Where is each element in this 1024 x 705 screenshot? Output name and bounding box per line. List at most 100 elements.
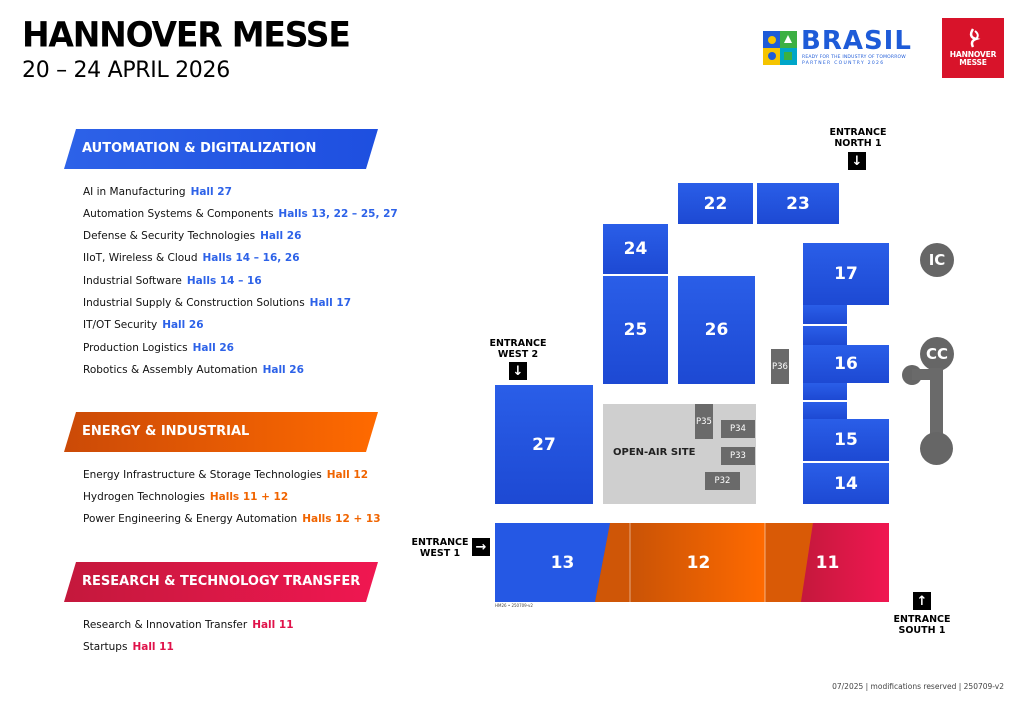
hall-16-wing-lower xyxy=(803,383,847,400)
item-hall: Halls 11 + 12 xyxy=(209,491,289,503)
item-name: Hydrogen Technologies xyxy=(83,491,205,503)
item-name: IT/OT Security xyxy=(83,319,158,331)
page-title: HANNOVER MESSE xyxy=(22,14,351,55)
hall-16[interactable]: 16 xyxy=(803,345,889,383)
item-hall: Hall 26 xyxy=(192,342,234,354)
hall-17[interactable]: 17 xyxy=(803,243,889,305)
list-item: Startups Hall 11 xyxy=(83,641,174,653)
arrow-up-icon: ↑ xyxy=(913,592,931,610)
hm-logo-text: HANNOVER MESSE xyxy=(942,51,1004,67)
list-item: IIoT, Wireless & Cloud Halls 14 – 16, 26 xyxy=(83,252,300,264)
footer-note: 07/2025 | modifications reserved | 25070… xyxy=(832,682,1004,691)
item-hall: Hall 11 xyxy=(132,641,174,653)
item-hall: Hall 11 xyxy=(252,619,294,631)
item-name: Production Logistics xyxy=(83,342,188,354)
hall-22[interactable]: 22 xyxy=(678,183,753,224)
item-hall: Halls 14 – 16, 26 xyxy=(202,252,300,264)
category-header-automation: AUTOMATION & DIGITALIZATION xyxy=(64,129,378,169)
brasil-mark-icon xyxy=(763,31,797,65)
list-item: Energy Infrastructure & Storage Technolo… xyxy=(83,469,368,481)
partner-country-logo: BRASIL READY FOR THE INDUSTRY OF TOMORRO… xyxy=(763,26,915,70)
item-name: Industrial Software xyxy=(83,275,182,287)
list-item: Production Logistics Hall 26 xyxy=(83,342,234,354)
partner-country-tagline: READY FOR THE INDUSTRY OF TOMORROW PARTN… xyxy=(802,55,922,67)
map-code: HM26 • 250709-v2 xyxy=(495,603,533,608)
hm-logo-line1: HANNOVER xyxy=(949,50,997,59)
item-name: Defense & Security Technologies xyxy=(83,230,256,242)
hall-26[interactable]: 26 xyxy=(678,276,755,384)
parking-p33[interactable]: P33 xyxy=(721,447,755,465)
list-item: Industrial Software Halls 14 – 16 xyxy=(83,275,262,287)
entrance-label-line2: SOUTH 1 xyxy=(898,625,946,636)
entrance-label-line1: ENTRANCE xyxy=(829,127,887,138)
list-item: AI in Manufacturing Hall 27 xyxy=(83,186,232,198)
item-hall: Halls 13, 22 – 25, 27 xyxy=(278,208,398,220)
item-name: Power Engineering & Energy Automation xyxy=(83,513,298,525)
hall-27[interactable]: 27 xyxy=(495,385,593,504)
list-item: Research & Innovation Transfer Hall 11 xyxy=(83,619,294,631)
hall-24[interactable]: 24 xyxy=(603,224,668,274)
hall-row-dividers xyxy=(495,523,889,602)
hall-11[interactable]: 11 xyxy=(815,553,840,573)
list-item: IT/OT Security Hall 26 xyxy=(83,319,204,331)
open-air-site-label: OPEN-AIR SITE xyxy=(613,447,696,458)
item-name: Robotics & Assembly Automation xyxy=(83,364,258,376)
list-item: Hydrogen Technologies Halls 11 + 12 xyxy=(83,491,288,503)
hannover-messe-logo: HANNOVER MESSE xyxy=(942,18,1004,78)
event-dates: 20 – 24 APRIL 2026 xyxy=(22,58,230,83)
hall-15-wing xyxy=(803,402,847,419)
hall-12[interactable]: 12 xyxy=(686,553,711,573)
entrance-label-line2: NORTH 1 xyxy=(834,138,882,149)
cc-connector xyxy=(930,368,943,438)
arrow-down-icon: ↓ xyxy=(509,362,527,380)
item-name: Automation Systems & Components xyxy=(83,208,274,220)
item-name: Research & Innovation Transfer xyxy=(83,619,248,631)
hm-logo-line2: MESSE xyxy=(959,58,987,67)
arrow-down-icon: ↓ xyxy=(848,152,866,170)
hm-mark-icon xyxy=(969,28,981,48)
entrance-label-line2: WEST 1 xyxy=(419,548,461,559)
hall-25[interactable]: 25 xyxy=(603,276,668,384)
item-hall: Hall 27 xyxy=(190,186,232,198)
item-hall: Halls 14 – 16 xyxy=(186,275,262,287)
item-name: IIoT, Wireless & Cloud xyxy=(83,252,198,264)
item-hall: Halls 12 + 13 xyxy=(302,513,381,525)
item-name: Industrial Supply & Construction Solutio… xyxy=(83,297,305,309)
parking-p36[interactable]: P36 xyxy=(771,349,789,384)
item-name: Startups xyxy=(83,641,128,653)
item-hall: Hall 26 xyxy=(162,319,204,331)
hall-15[interactable]: 15 xyxy=(803,419,889,461)
item-name: AI in Manufacturing xyxy=(83,186,186,198)
parking-p35[interactable]: P35 xyxy=(695,404,713,439)
cc-hall-circle xyxy=(920,432,953,465)
entrance-label-line2: WEST 2 xyxy=(497,349,539,360)
list-item: Industrial Supply & Construction Solutio… xyxy=(83,297,351,309)
list-item: Power Engineering & Energy Automation Hal… xyxy=(83,513,381,525)
list-item: Automation Systems & Components Halls 13,… xyxy=(83,208,398,220)
parking-p34[interactable]: P34 xyxy=(721,420,755,438)
category-header-research: RESEARCH & TECHNOLOGY TRANSFER xyxy=(64,562,378,602)
hall-14[interactable]: 14 xyxy=(803,463,889,504)
partner-tagline-line2: PARTNER COUNTRY 2026 xyxy=(802,61,885,66)
hall-16-wing xyxy=(803,326,847,345)
entrance-label-line1: ENTRANCE xyxy=(893,614,951,625)
arrow-right-icon: → xyxy=(472,538,490,556)
cc-building[interactable]: CC xyxy=(920,337,954,371)
hall-17-wing xyxy=(803,305,847,324)
item-hall: Hall 17 xyxy=(309,297,352,309)
hall-23[interactable]: 23 xyxy=(757,183,839,224)
ic-building[interactable]: IC xyxy=(920,243,954,277)
partner-tagline-line1: READY FOR THE INDUSTRY OF TOMORROW xyxy=(802,55,906,60)
hall-13[interactable]: 13 xyxy=(550,553,575,573)
entrance-label-line1: ENTRANCE xyxy=(489,338,547,349)
cc-connector-arm xyxy=(912,369,937,380)
item-hall: Hall 12 xyxy=(326,469,369,481)
item-name: Energy Infrastructure & Storage Technolo… xyxy=(83,469,322,481)
parking-p32[interactable]: P32 xyxy=(705,472,740,490)
